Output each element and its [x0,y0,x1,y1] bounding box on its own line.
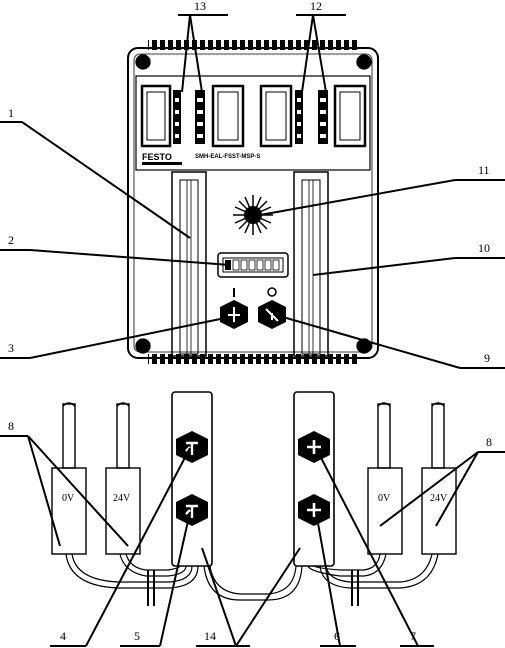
callout-8-right: 8 [486,435,492,449]
valve-socket-group-left [140,84,245,148]
status-indicator-icon [233,195,273,235]
connection-block-right [293,391,335,567]
voltage-label-right-0v: 0V [378,493,391,504]
callout-1: 1 [8,106,14,120]
callout-6: 6 [334,629,340,643]
corner-screw [135,338,151,354]
callout-8-left: 8 [8,419,14,433]
terminal-right-upper [298,431,330,463]
valve-socket-group-right [259,84,367,148]
callout-14: 14 [204,629,216,643]
callout-leaders-top [0,14,505,369]
callout-10: 10 [478,241,490,255]
plug-left-0v [51,402,87,555]
voltage-label-right-24v: 24V [430,493,448,504]
plug-right-24v [421,402,457,555]
controller-module: FESTO SMH-EAL-FSST-MSP-S [127,40,379,364]
corner-screw [135,54,151,70]
valve-panel [135,75,371,171]
plug-left-24v [105,402,141,555]
callout-7: 7 [410,629,416,643]
callout-2: 2 [8,233,14,247]
terminal-right-lower [298,494,330,526]
capacitor-left [147,570,155,606]
callout-3: 3 [8,341,14,355]
plug-right-0v [367,402,403,555]
part-code: SMH-EAL-FSST-MSP-S [195,154,260,160]
corner-screw [356,338,372,354]
potentiometer-1 [220,288,248,329]
wiring-section [51,391,457,606]
top-cooling-fins [148,40,358,50]
potentiometer-2 [258,287,286,329]
callout-4: 4 [60,629,66,643]
voltage-label-left-0v: 0V [62,493,75,504]
callout-9: 9 [484,351,490,365]
callout-leaders-bottom [0,435,505,647]
brand-mark: FESTO [142,152,172,162]
voltage-label-left-24v: 24V [113,493,131,504]
callout-13: 13 [194,0,206,13]
capacitor-right [351,570,359,606]
terminal-left-lower [176,494,208,526]
corner-screw [356,54,372,70]
callout-5: 5 [134,629,140,643]
callout-11: 11 [478,163,490,177]
terminal-left-upper [176,431,208,463]
connection-block-left [171,391,213,567]
callout-12: 12 [310,0,322,13]
module-housing [127,47,379,359]
